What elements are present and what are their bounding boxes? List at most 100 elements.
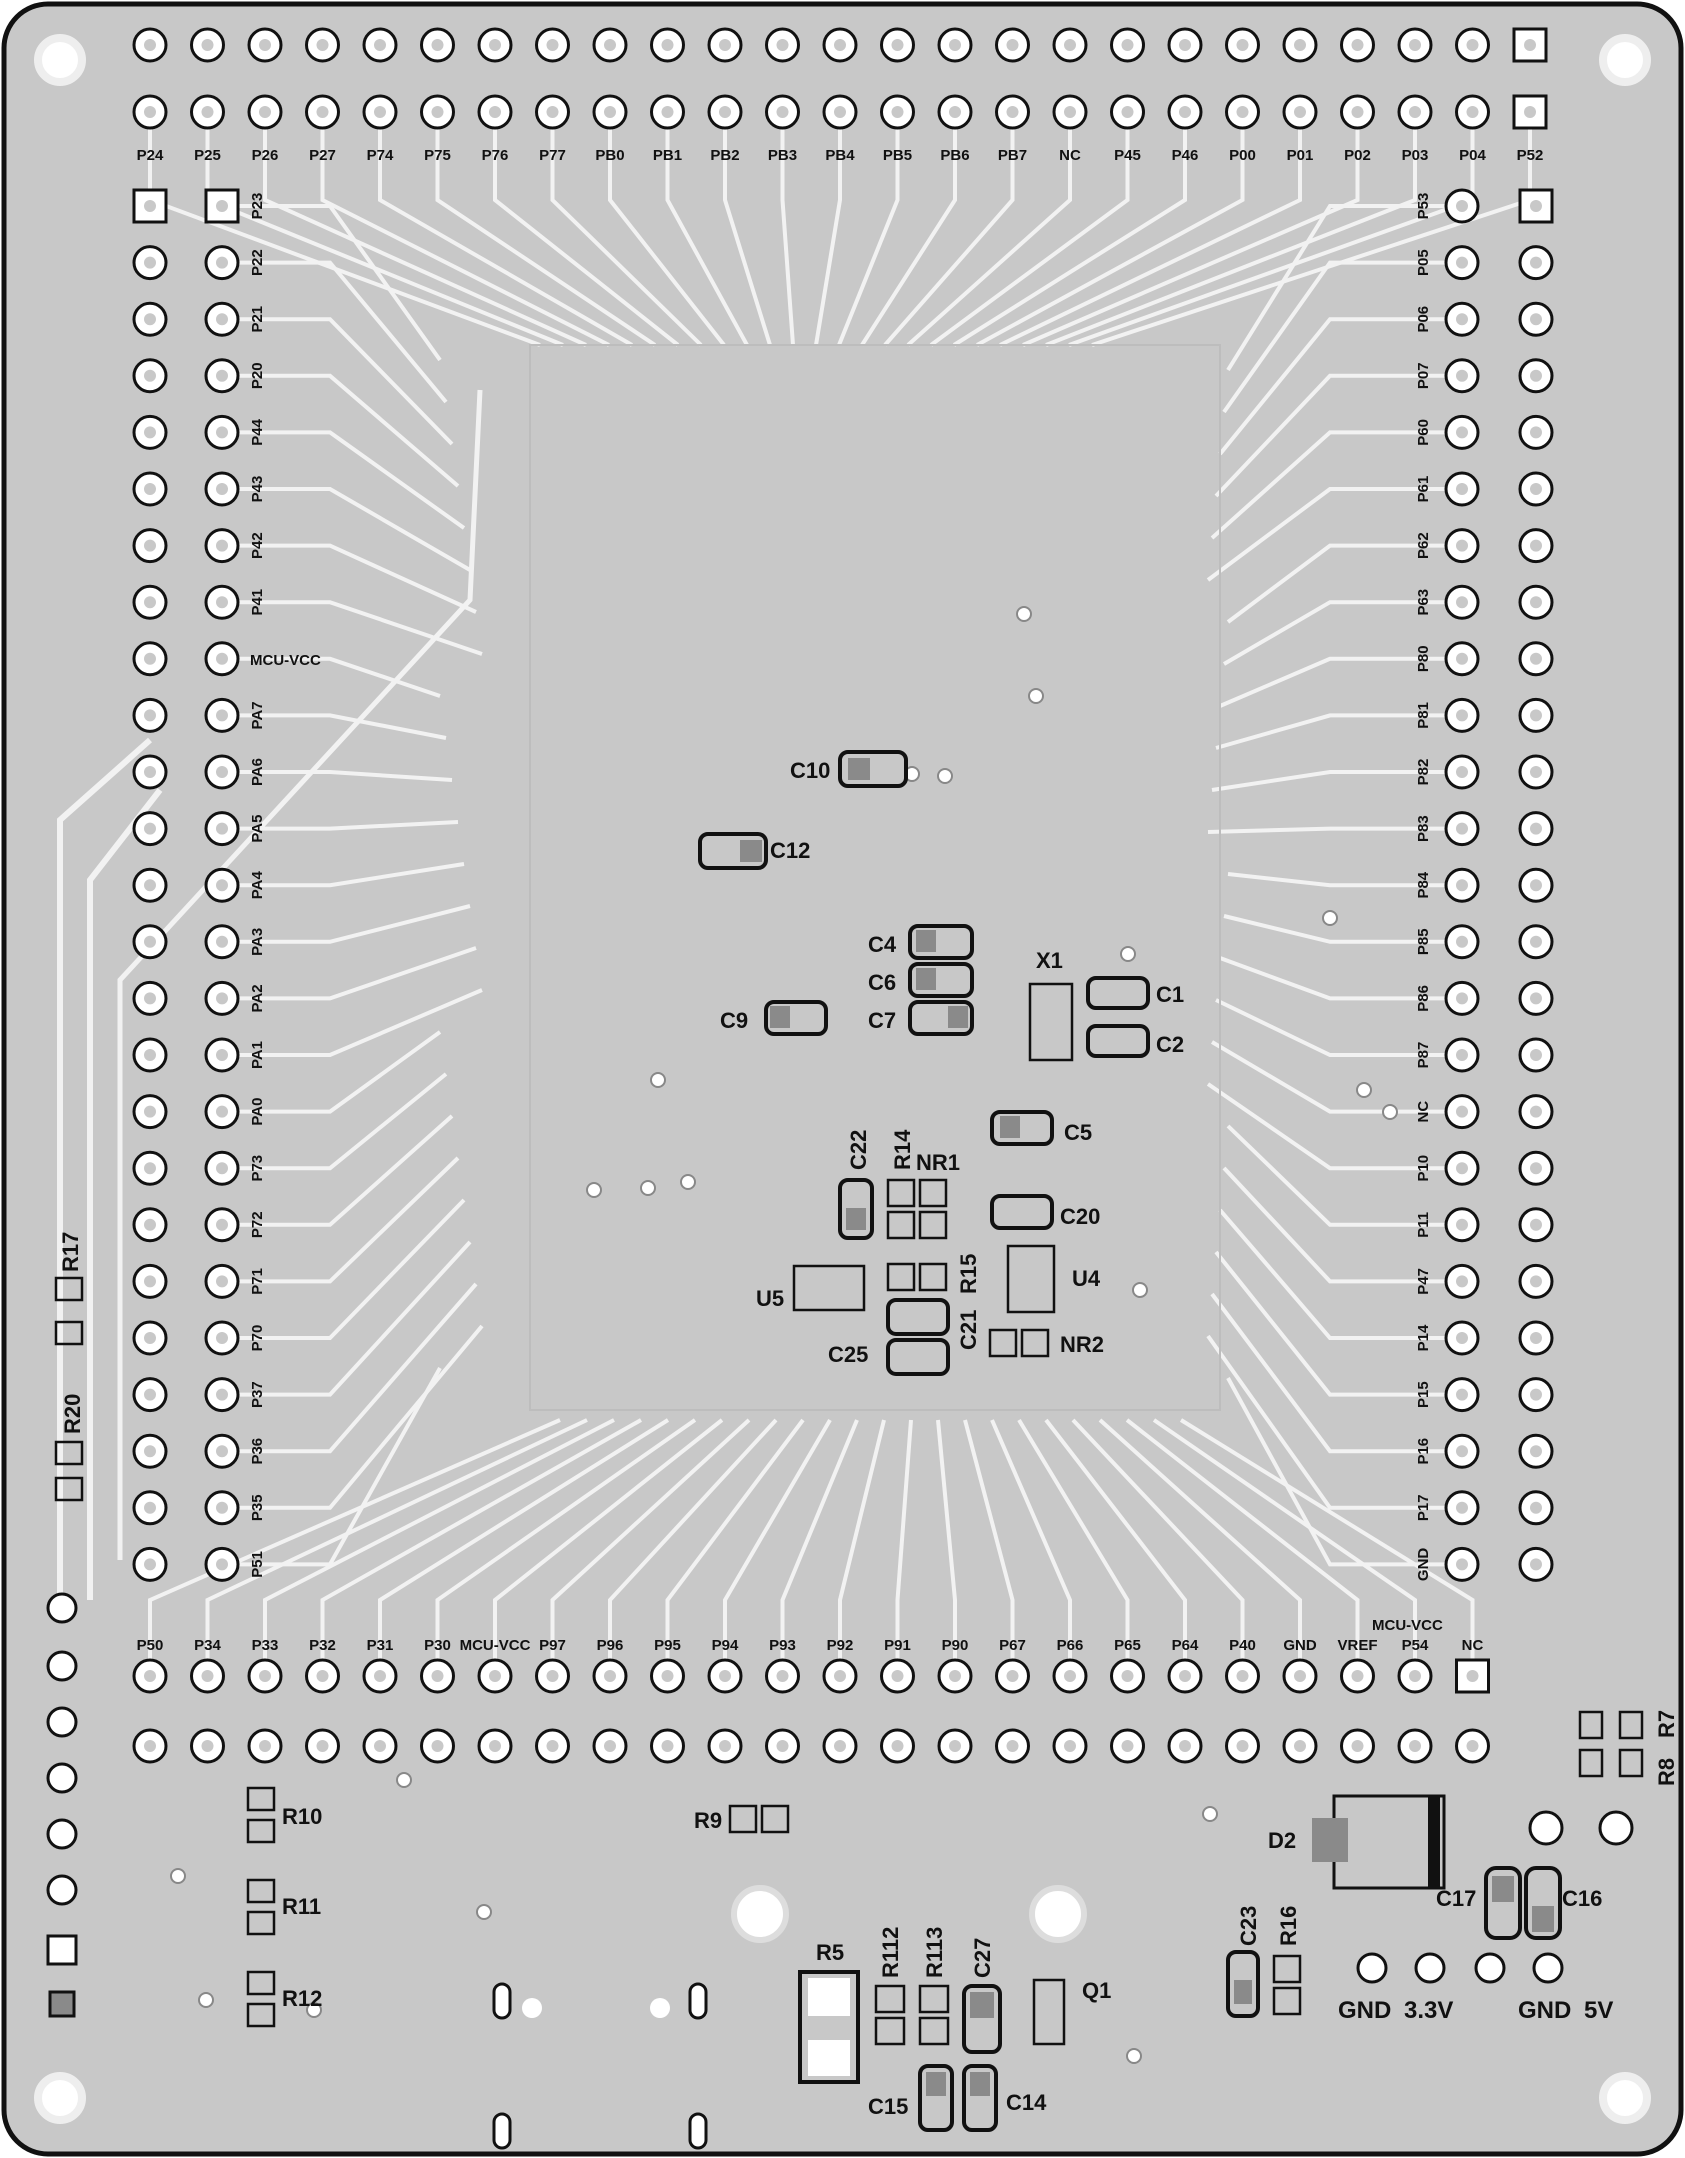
pad-drill xyxy=(1351,1670,1364,1682)
via xyxy=(650,1072,666,1088)
pad-drill xyxy=(1179,1740,1191,1752)
pad-drill xyxy=(216,1162,228,1175)
pad-drill xyxy=(216,200,228,212)
pad-drill xyxy=(316,39,329,51)
power-label-gnd-1: GND xyxy=(1338,1997,1391,2024)
pad-drill xyxy=(1179,1670,1191,1682)
pad-drill xyxy=(201,106,214,118)
usb-footprint xyxy=(492,1885,1087,2150)
pad-drill xyxy=(1006,1740,1019,1752)
pad-drill xyxy=(1456,539,1468,552)
top-header-label: P76 xyxy=(482,147,509,164)
pad-drill xyxy=(949,1740,961,1752)
c12-footprint xyxy=(698,832,768,870)
top-header-label: P01 xyxy=(1287,147,1314,164)
vcc-extra-label: MCU-VCC xyxy=(1372,1617,1443,1634)
power-label-gnd-2: GND xyxy=(1518,1997,1571,2024)
top-header-label: PB5 xyxy=(883,147,912,164)
pad-drill xyxy=(259,1670,271,1682)
pad-drill xyxy=(144,369,156,382)
pad-drill xyxy=(661,39,674,51)
left-side-connector xyxy=(46,1592,78,2018)
pad-drill xyxy=(144,766,156,778)
pad-drill xyxy=(546,106,559,118)
bottom-header-label: P93 xyxy=(769,1637,796,1654)
left-header-label: P44 xyxy=(249,418,266,445)
pad-drill xyxy=(374,39,386,51)
ref-r7: R7 xyxy=(1654,1710,1679,1738)
pad-drill xyxy=(1236,1740,1249,1752)
pad-drill xyxy=(661,1670,674,1682)
left-header-label: PA5 xyxy=(249,815,266,843)
bottom-header-label: P92 xyxy=(827,1637,854,1654)
mounting-hole-icon xyxy=(1599,34,1651,86)
pad-drill xyxy=(489,106,501,118)
top-header-label: P52 xyxy=(1517,147,1544,164)
ref-c14: C14 xyxy=(1006,2090,1047,2115)
right-header-label: P15 xyxy=(1415,1381,1432,1408)
pad-drill xyxy=(1456,766,1468,778)
top-header-label: PB4 xyxy=(825,147,855,164)
pad-drill xyxy=(604,39,616,51)
pad-drill xyxy=(604,106,616,118)
pad-drill xyxy=(216,1388,228,1401)
right-header-label: P14 xyxy=(1415,1324,1432,1351)
pad-drill xyxy=(1456,483,1468,495)
pad-drill xyxy=(1530,200,1542,212)
pad-drill xyxy=(1530,1558,1542,1571)
pad-drill xyxy=(1456,1501,1468,1514)
c2-footprint xyxy=(1086,1024,1150,1058)
header-pads xyxy=(132,27,1554,2064)
pad-drill xyxy=(1294,1740,1306,1752)
via xyxy=(170,1868,186,1884)
ref-c21: C21 xyxy=(956,1310,981,1350)
ref-r113: R113 xyxy=(922,1927,947,1978)
ref-c16: C16 xyxy=(1562,1886,1602,1911)
top-header-label: PB3 xyxy=(768,147,797,164)
pad-drill xyxy=(144,1162,156,1175)
power-terminals: GND 3.3V GND 5V xyxy=(1338,1810,1634,2024)
right-header-label: P11 xyxy=(1415,1212,1432,1238)
via xyxy=(1322,910,1338,926)
pad-drill xyxy=(1456,1332,1468,1344)
ref-c10: C10 xyxy=(790,758,830,783)
pad-drill xyxy=(1530,652,1542,665)
bottom-header-label: P66 xyxy=(1057,1637,1084,1654)
via xyxy=(1132,1282,1148,1298)
pad-drill xyxy=(1456,1275,1468,1288)
bottom-header-label: P40 xyxy=(1229,1637,1256,1654)
pad-drill xyxy=(891,39,904,51)
right-header-label: P16 xyxy=(1415,1438,1432,1465)
pad-drill xyxy=(1456,313,1468,326)
left-header-label: PA3 xyxy=(249,928,266,956)
right-header-label: P84 xyxy=(1415,871,1432,898)
pad-drill xyxy=(1530,1162,1542,1175)
pad-drill xyxy=(144,106,156,118)
pad-drill xyxy=(374,106,386,118)
pad-drill xyxy=(1294,1670,1306,1682)
ref-x1: X1 xyxy=(1036,948,1063,973)
pad-drill xyxy=(216,992,228,1005)
pad-drill xyxy=(216,596,228,609)
pad-drill xyxy=(1530,1332,1542,1344)
pad-drill xyxy=(1351,1740,1364,1752)
right-header-label: P62 xyxy=(1415,532,1432,559)
r5-footprint xyxy=(798,1970,860,2084)
pad-drill xyxy=(546,1740,559,1752)
pad-drill xyxy=(834,39,846,51)
left-header-label: MCU-VCC xyxy=(250,652,321,669)
right-header-label: P82 xyxy=(1415,759,1432,786)
pad-drill xyxy=(201,39,214,51)
top-header-label: PB7 xyxy=(998,147,1027,164)
pad-drill xyxy=(1006,106,1019,118)
pad-drill xyxy=(1530,1105,1542,1118)
top-header-label: P02 xyxy=(1344,147,1371,164)
c15-footprint xyxy=(918,2064,954,2132)
c4-footprint xyxy=(908,924,974,960)
x1-footprint xyxy=(1028,982,1074,1062)
top-header-label: P25 xyxy=(194,147,221,164)
pad-drill xyxy=(1530,1049,1542,1061)
pad-drill xyxy=(259,106,271,118)
pad-drill xyxy=(1530,879,1542,892)
pad-drill xyxy=(216,1558,228,1571)
